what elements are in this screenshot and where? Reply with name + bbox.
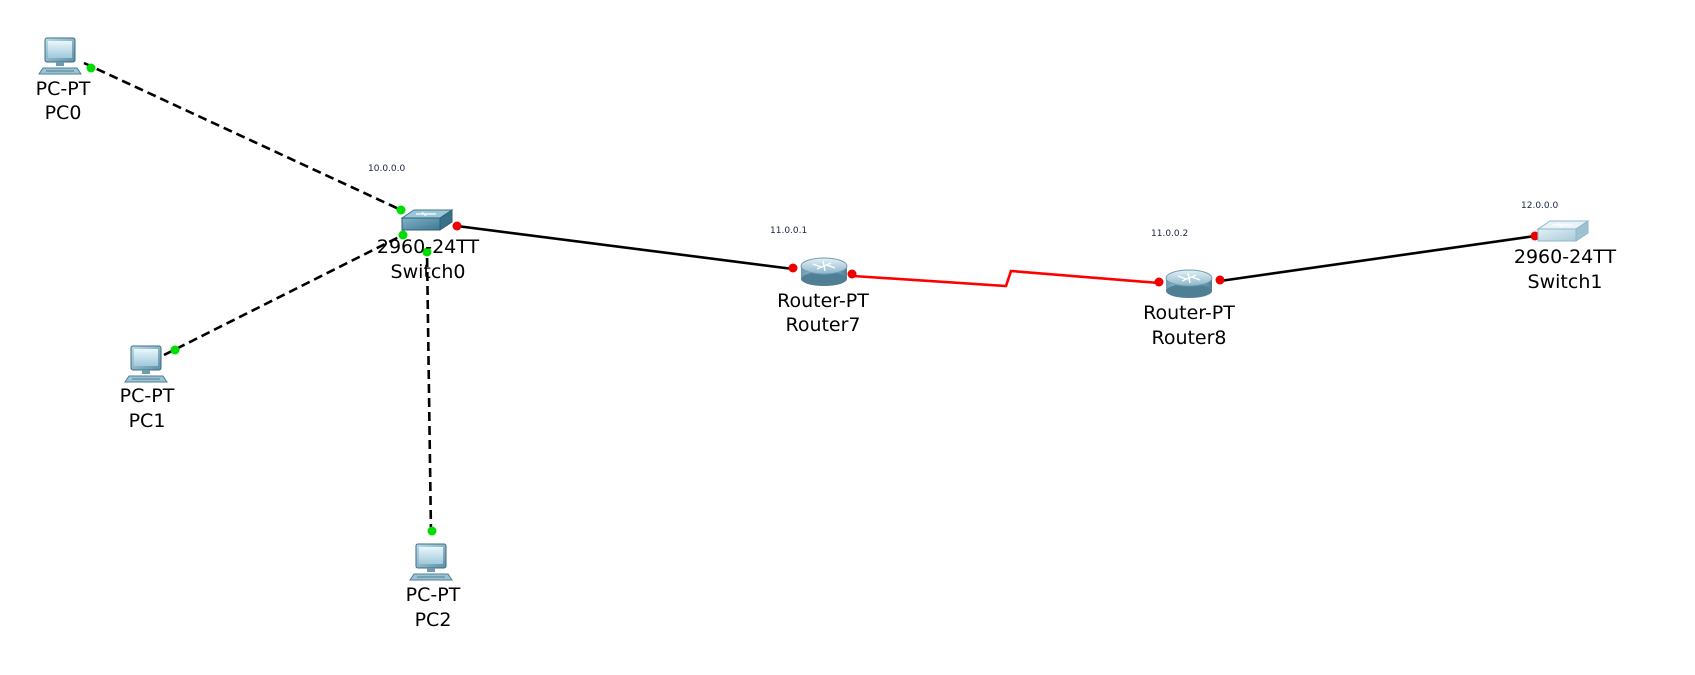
port-status-up-dot (86, 63, 96, 73)
device-model-label: 2960-24TT (377, 236, 480, 258)
device-name-label: Switch1 (1528, 271, 1603, 293)
link-switch0-router7[interactable] (456, 224, 794, 271)
device-name-label: PC2 (415, 609, 452, 631)
port-status-up-dot (170, 345, 180, 355)
link-router7-router8[interactable] (852, 269, 1160, 288)
port-status-down-dot (788, 263, 798, 273)
link-router8-switch1[interactable] (1219, 234, 1536, 283)
port-status-down-dot (1530, 231, 1540, 241)
device-router8[interactable]: Router-PT Router8 (1143, 269, 1235, 349)
port-status-up-dot (422, 247, 432, 257)
device-name-label: Switch0 (391, 261, 466, 283)
device-model-label: 2960-24TT (1514, 246, 1617, 268)
device-model-label: Router-PT (1143, 302, 1235, 324)
pc-icon (124, 345, 168, 383)
device-model-label: PC-PT (120, 385, 175, 407)
link-pc0-switch0[interactable] (83, 61, 402, 212)
port-status-down-dot (452, 221, 462, 231)
network-note[interactable]: 11.0.0.2 (1151, 229, 1188, 239)
network-note[interactable]: 11.0.0.1 (770, 226, 807, 236)
device-switch0[interactable]: 2960-24TT Switch0 (377, 209, 480, 283)
device-pc0[interactable]: PC-PT PC0 (36, 37, 91, 124)
device-model-label: Router-PT (777, 290, 869, 312)
device-name-label: Router7 (785, 314, 860, 336)
router-icon (1165, 269, 1213, 298)
port-status-up-dot (427, 526, 437, 536)
device-pc2[interactable]: PC-PT PC2 (406, 543, 461, 631)
link-pc2-switch0[interactable] (425, 251, 433, 534)
network-note[interactable]: 10.0.0.0 (368, 164, 405, 174)
device-model-label: PC-PT (36, 78, 91, 100)
port-status-up-dot (398, 230, 408, 240)
port-status-down-dot (847, 269, 857, 279)
port-status-down-dot (1215, 275, 1225, 285)
port-status-up-dot (396, 205, 406, 215)
switch-icon (1536, 220, 1590, 242)
device-name-label: PC1 (129, 410, 166, 432)
network-note[interactable]: 12.0.0.0 (1521, 201, 1558, 211)
device-pc1[interactable]: PC-PT PC1 (120, 345, 175, 432)
switch-icon (400, 209, 454, 231)
pc-icon (409, 543, 453, 581)
link-pc1-switch0[interactable] (163, 233, 404, 357)
device-name-label: PC0 (45, 102, 82, 124)
device-name-label: Router8 (1151, 327, 1226, 349)
pc-icon (38, 37, 82, 75)
router-icon (800, 257, 848, 286)
device-model-label: PC-PT (406, 584, 461, 606)
device-router7[interactable]: Router-PT Router7 (777, 257, 869, 336)
port-status-down-dot (1154, 277, 1164, 287)
device-switch1[interactable]: 2960-24TT Switch1 (1514, 220, 1617, 293)
